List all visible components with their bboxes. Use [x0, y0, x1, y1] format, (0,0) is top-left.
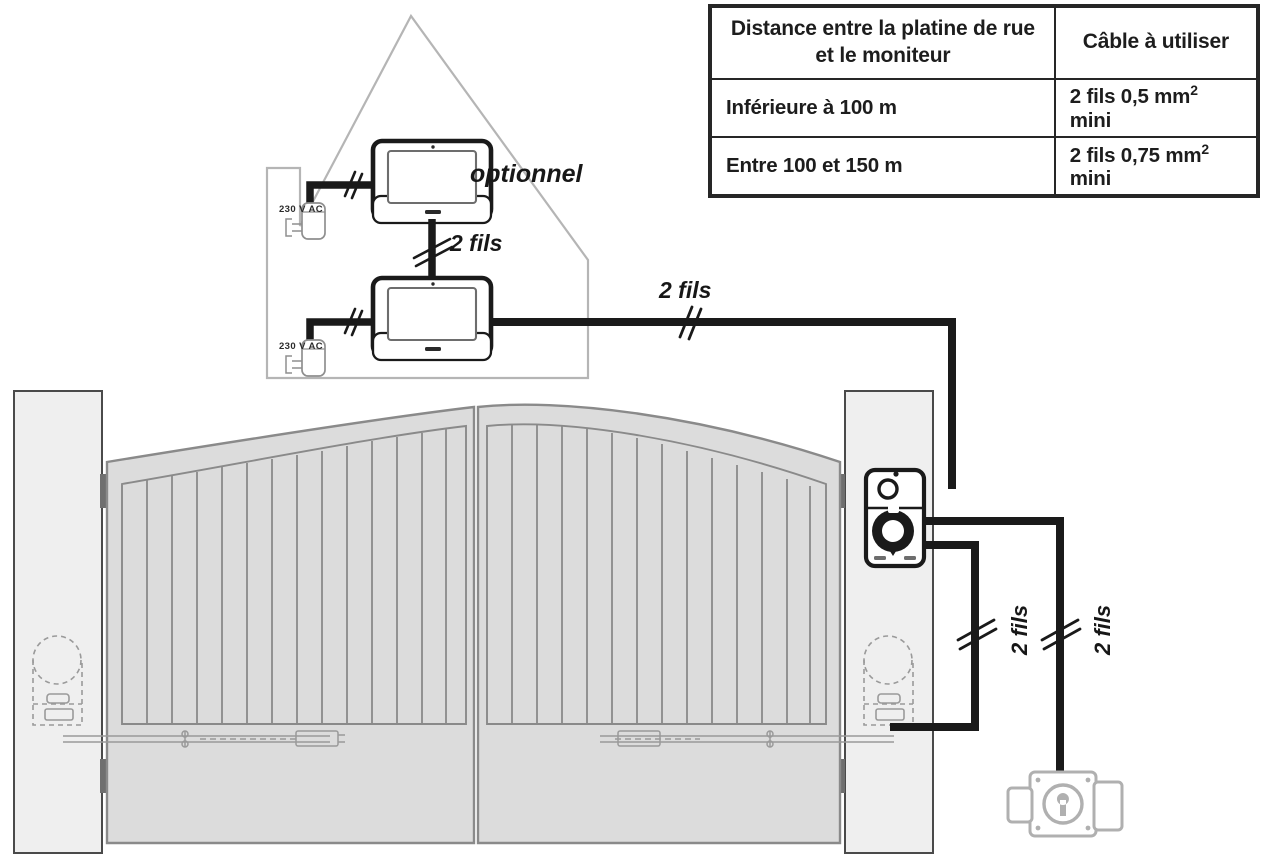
label-two-wires-house: 2 fils [450, 230, 503, 256]
indoor-monitor-main [370, 275, 494, 362]
cell-cable-2: 2 fils 0,75 mm2 mini [1053, 135, 1259, 197]
cell-distance-2: Entre 100 et 150 m [710, 135, 1056, 197]
table-header-row: Distance entre la platine de rue et le m… [710, 6, 1259, 80]
cell-cable-1: 2 fils 0,5 mm2 mini [1053, 77, 1259, 138]
table-row: Entre 100 et 150 m 2 fils 0,75 mm2 mini [710, 135, 1259, 197]
cable-value-1: 2 fils 0,5 mm [1069, 85, 1191, 109]
label-two-wires-main: 2 fils [659, 277, 712, 303]
label-mains-bottom: 230 V AC [279, 341, 324, 352]
call-button-ring-icon [872, 505, 914, 556]
label-two-wires-controller: 2 fils [1090, 604, 1115, 655]
table-row: Inférieure à 100 m 2 fils 0,5 mm2 mini [710, 77, 1259, 138]
cable-suffix-2: mini [1069, 167, 1112, 191]
cable-door-station-to-gate-motor [890, 541, 998, 731]
gate-ram-right [600, 730, 894, 748]
cable-door-station-to-controller [922, 517, 1082, 776]
street-door-station [863, 467, 927, 569]
cable-value-2: 2 fils 0,75 mm [1069, 143, 1202, 167]
power-adapter-bottom-icon [285, 339, 326, 377]
cable-sup-1: 2 [1190, 82, 1198, 99]
cable-sup-2: 2 [1201, 140, 1209, 157]
underground-gate-motor-left [32, 635, 83, 726]
gate-leaf-right [476, 403, 894, 845]
header-cable: Câble à utiliser [1053, 6, 1259, 80]
gate-control-unit [1006, 770, 1124, 838]
indoor-monitor-optional [370, 138, 494, 225]
header-distance: Distance entre la platine de rue et le m… [710, 6, 1056, 80]
label-optionnel: optionnel [470, 160, 583, 188]
house-outline [265, 13, 590, 380]
cable-suffix-1: mini [1069, 109, 1112, 133]
indicator-led-icon [893, 471, 899, 477]
pillar-left [13, 390, 110, 854]
power-adapter-top-icon [285, 202, 326, 240]
cable-monitor-to-monitor [412, 219, 454, 285]
label-two-wires-gate: 2 fils [1007, 604, 1032, 655]
cable-spec-table: Distance entre la platine de rue et le m… [708, 4, 1260, 198]
label-mains-top: 230 V AC [279, 204, 324, 215]
gate-leaf-left [63, 405, 476, 845]
cell-distance-1: Inférieure à 100 m [710, 77, 1056, 138]
cable-monitor-to-door-station [489, 305, 956, 489]
camera-lens-icon [877, 478, 899, 500]
underground-gate-motor-right [863, 635, 914, 726]
pillar-right [835, 390, 934, 854]
gate-ram-left [63, 730, 345, 748]
